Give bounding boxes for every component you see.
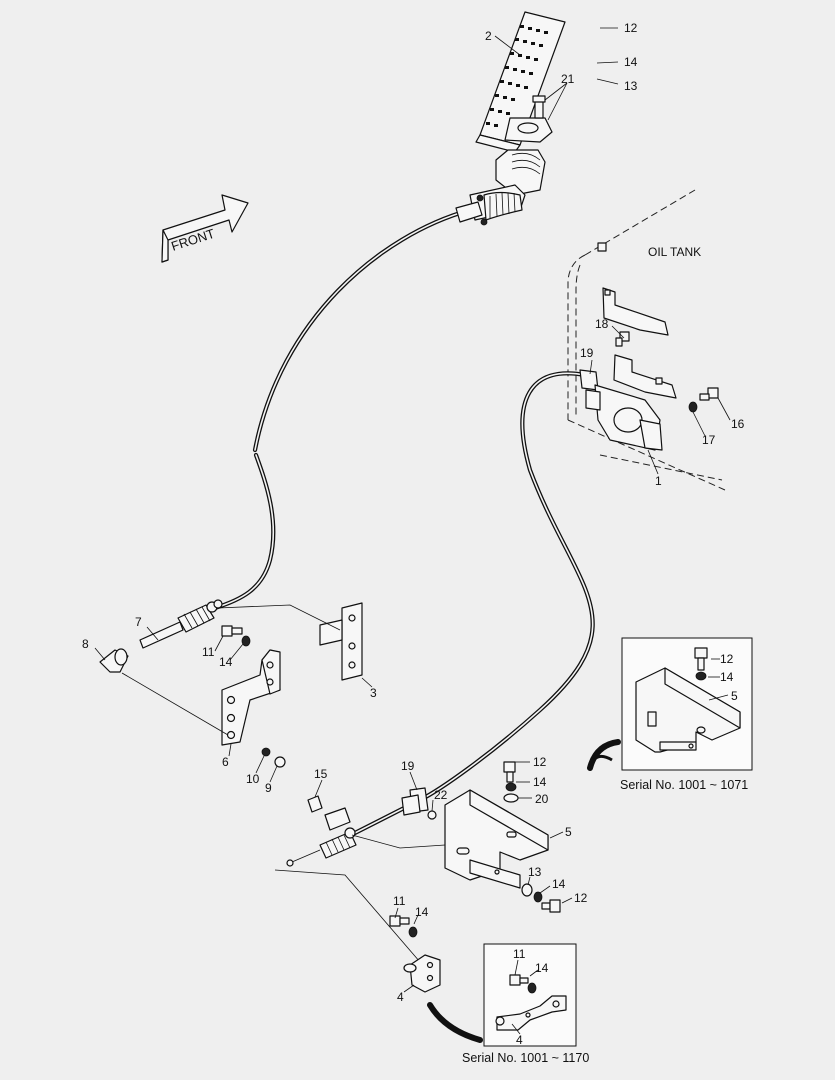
inset-lower-bracket	[495, 995, 567, 1031]
callout-4-inset: 4	[516, 1033, 523, 1047]
bracket-3	[319, 602, 363, 681]
oil-tank-label: OIL TANK	[648, 245, 701, 259]
clamp-19-lower	[401, 787, 429, 816]
callout-9: 9	[265, 781, 272, 795]
bolt-12-side	[541, 899, 561, 913]
bracket-5-lower	[444, 789, 549, 889]
callout-11-lower: 11	[393, 894, 406, 908]
callout-12-top: 12	[624, 21, 638, 35]
callout-13-lower: 13	[528, 865, 542, 879]
right-cable	[342, 371, 595, 841]
callout-20: 20	[535, 792, 549, 806]
callout-13-top: 13	[624, 79, 638, 93]
oil-tank-outline	[567, 189, 726, 491]
callout-18: 18	[595, 317, 609, 331]
callout-14-lower: 14	[533, 775, 547, 789]
inset-upper-caption: Serial No. 1001 ~ 1071	[620, 778, 748, 792]
callout-8: 8	[82, 637, 89, 651]
callout-12-lower: 12	[533, 755, 547, 769]
inset-upper-bracket	[635, 667, 741, 753]
cable-end-lower	[286, 827, 357, 867]
inset-upper-bolt	[694, 647, 708, 671]
callout-12-inset: 12	[720, 652, 734, 666]
bolt-16	[699, 387, 719, 401]
callout-14-inset-lower: 14	[535, 961, 549, 975]
throttle-actuator	[579, 369, 663, 451]
bolt-18	[615, 331, 630, 347]
callout-14-top: 14	[624, 55, 638, 69]
callout-22: 22	[434, 788, 448, 802]
callout-11-inset: 11	[513, 947, 526, 961]
callout-3: 3	[370, 686, 377, 700]
bracket-4-lower	[403, 954, 441, 993]
callout-16: 16	[731, 417, 745, 431]
callout-21: 21	[561, 72, 575, 86]
callout-11-left: 11	[202, 645, 215, 659]
inset-lower-frame	[483, 943, 577, 1047]
callout-2: 2	[485, 29, 492, 43]
cable-end-left	[99, 599, 223, 673]
callout-12-side: 12	[574, 891, 588, 905]
inset-lower-caption: Serial No. 1001 ~ 1170	[462, 1051, 589, 1065]
callout-1: 1	[655, 474, 662, 488]
callout-5-lower: 5	[565, 825, 572, 839]
callout-19-lower: 19	[401, 759, 415, 773]
callout-15: 15	[314, 767, 328, 781]
tank-brackets	[602, 287, 677, 399]
upper-cable	[212, 191, 523, 611]
callout-17: 17	[702, 433, 716, 447]
callout-19-top: 19	[580, 346, 594, 360]
front-arrow: FRONT	[161, 194, 249, 263]
callout-5-inset: 5	[731, 689, 738, 703]
bracket-6	[221, 649, 281, 746]
bolt-11-left	[221, 625, 243, 637]
callout-10: 10	[246, 772, 260, 786]
callout-14-inset: 14	[720, 670, 734, 684]
bolt-11-lower	[389, 915, 410, 927]
accelerator-pedal	[469, 11, 566, 221]
callout-14-left: 14	[219, 655, 233, 669]
callout-labels: 2 12 14 13 21 18 19 16 17 1 7 8 11 14 3 …	[82, 21, 745, 1047]
leader-lines	[94, 27, 731, 1035]
callout-14-bracket: 14	[415, 905, 429, 919]
callout-4-lower: 4	[397, 990, 404, 1004]
callout-14-side: 14	[552, 877, 566, 891]
bolt-12-lower	[503, 761, 516, 783]
callout-7: 7	[135, 615, 142, 629]
callout-6: 6	[222, 755, 229, 769]
